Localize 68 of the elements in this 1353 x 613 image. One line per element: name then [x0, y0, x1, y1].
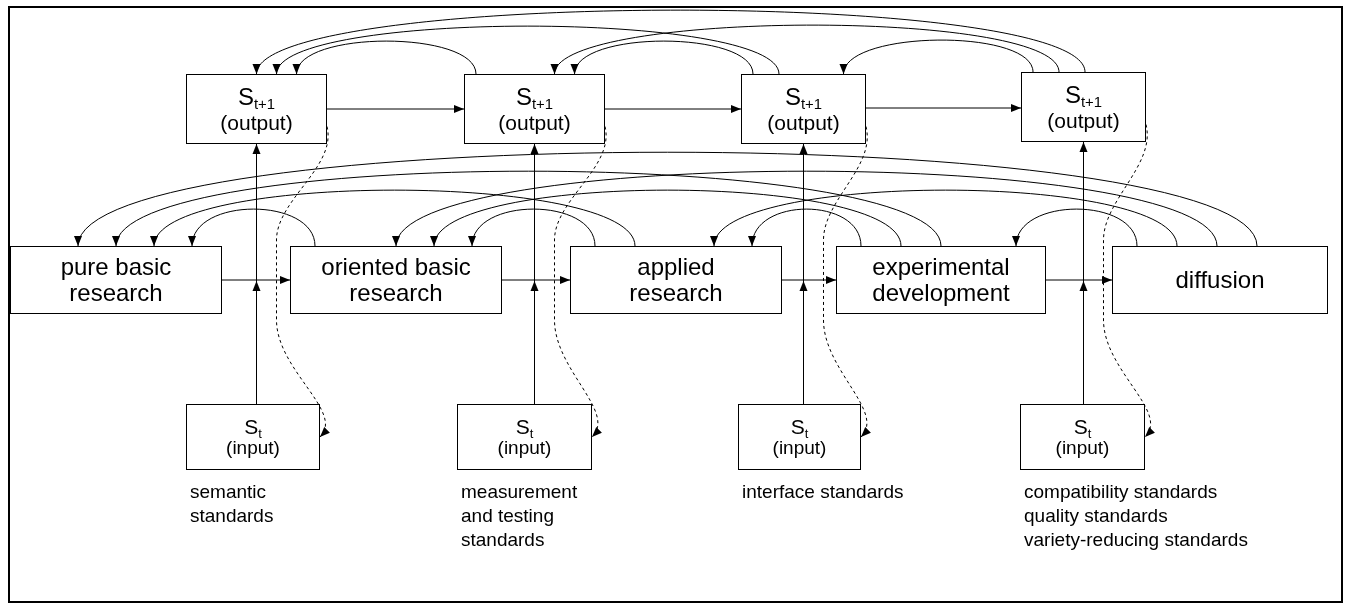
box-label: (input) [1055, 438, 1110, 459]
box-label: diffusion [1175, 266, 1265, 294]
box-label: S$_{t+1}$ [784, 84, 823, 111]
box-label: oriented basic research [320, 253, 472, 307]
standard-type-label: variety-reducing standards [1024, 527, 1249, 552]
feedback-arrow [77, 151, 1258, 247]
process-box [10, 246, 222, 314]
arrow [781, 276, 837, 284]
box-label: pure basic research [59, 253, 173, 307]
standard-type-label: interface standards [742, 480, 905, 504]
box-label: (input) [226, 438, 280, 459]
process-box [836, 246, 1046, 314]
standard-type-label: measurement and testing standards [461, 480, 579, 552]
feedback-arrow [713, 189, 1178, 247]
standard-type-label: quality standards [1024, 503, 1169, 528]
feedback-arrow [153, 189, 636, 247]
box-label: (output) [1047, 108, 1120, 132]
feedback-arrow [433, 189, 902, 247]
process-box [738, 404, 861, 470]
box-label: (input) [497, 438, 552, 459]
arrow [221, 276, 291, 284]
arrow [604, 105, 742, 113]
box-label: S$_{t}$ [515, 415, 534, 439]
process-box [186, 404, 320, 470]
feedback-arrow [256, 9, 1086, 75]
feedback-arrow [1014, 208, 1138, 247]
process-box [741, 74, 866, 144]
dashed-arrow [276, 126, 329, 438]
arrow [1079, 141, 1088, 405]
feedback-arrow [470, 208, 596, 247]
arrow [1045, 276, 1113, 284]
box-label: S$_{t}$ [1073, 415, 1092, 439]
arrow [799, 143, 808, 405]
process-box [1020, 404, 1145, 470]
feedback-arrow [554, 24, 1060, 75]
process-box [457, 404, 592, 470]
feedback-arrow [749, 208, 862, 247]
box-label: S$_{t}$ [790, 415, 809, 439]
dashed-arrow [1103, 124, 1154, 438]
feedback-arrow [276, 25, 780, 75]
dashed-arrow [554, 126, 607, 438]
feedback-arrow [115, 170, 942, 247]
arrow [530, 143, 539, 405]
box-label: experimental development [871, 253, 1011, 307]
process-box [290, 246, 502, 314]
feedback-arrow [395, 170, 1218, 247]
standard-type-label: semantic standards [190, 480, 275, 528]
arrow [865, 104, 1022, 112]
box-label: (output) [498, 110, 571, 134]
arrow [326, 105, 465, 113]
arrow [252, 143, 261, 405]
box-label: (output) [220, 110, 293, 134]
box-label: (output) [767, 110, 840, 134]
box-label: applied research [628, 253, 724, 307]
process-box [1112, 246, 1328, 314]
box-label: S$_{t+1}$ [1064, 82, 1103, 109]
box-label: S$_{t}$ [244, 415, 262, 439]
feedback-arrow [190, 208, 316, 247]
process-box [464, 74, 605, 144]
box-label: S$_{t+1}$ [515, 84, 554, 111]
process-box [1021, 72, 1146, 142]
standard-type-label: compatibility standards [1024, 480, 1219, 504]
arrow [501, 276, 571, 284]
box-label: S$_{t+1}$ [237, 84, 276, 111]
process-box [186, 74, 327, 144]
box-label: (input) [772, 438, 827, 459]
process-box [570, 246, 782, 314]
dashed-arrow [823, 126, 870, 438]
